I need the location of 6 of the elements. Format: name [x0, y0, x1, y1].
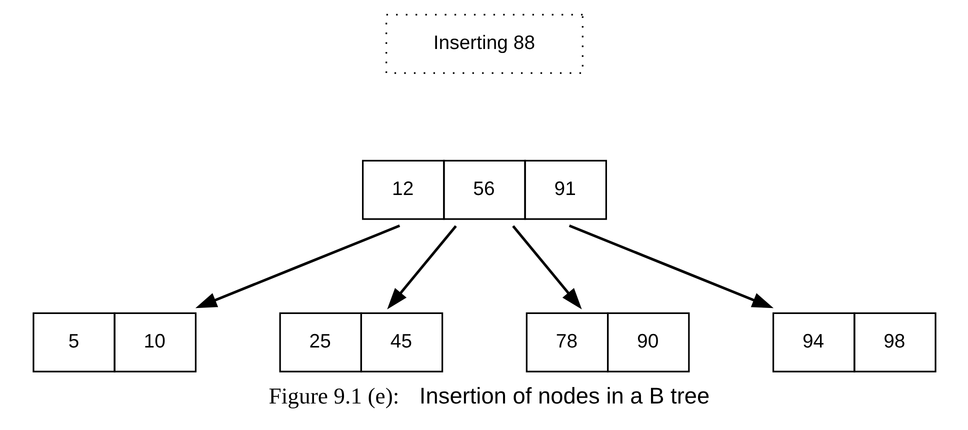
caption: Figure 9.1 (e): Insertion of nodes in a B tree: [268, 382, 710, 409]
arrow: [568, 224, 774, 308]
arrow: [194, 224, 400, 308]
node-box: Inserting 88: [385, 14, 583, 74]
arrow: [386, 225, 456, 310]
arrow: [512, 225, 582, 310]
